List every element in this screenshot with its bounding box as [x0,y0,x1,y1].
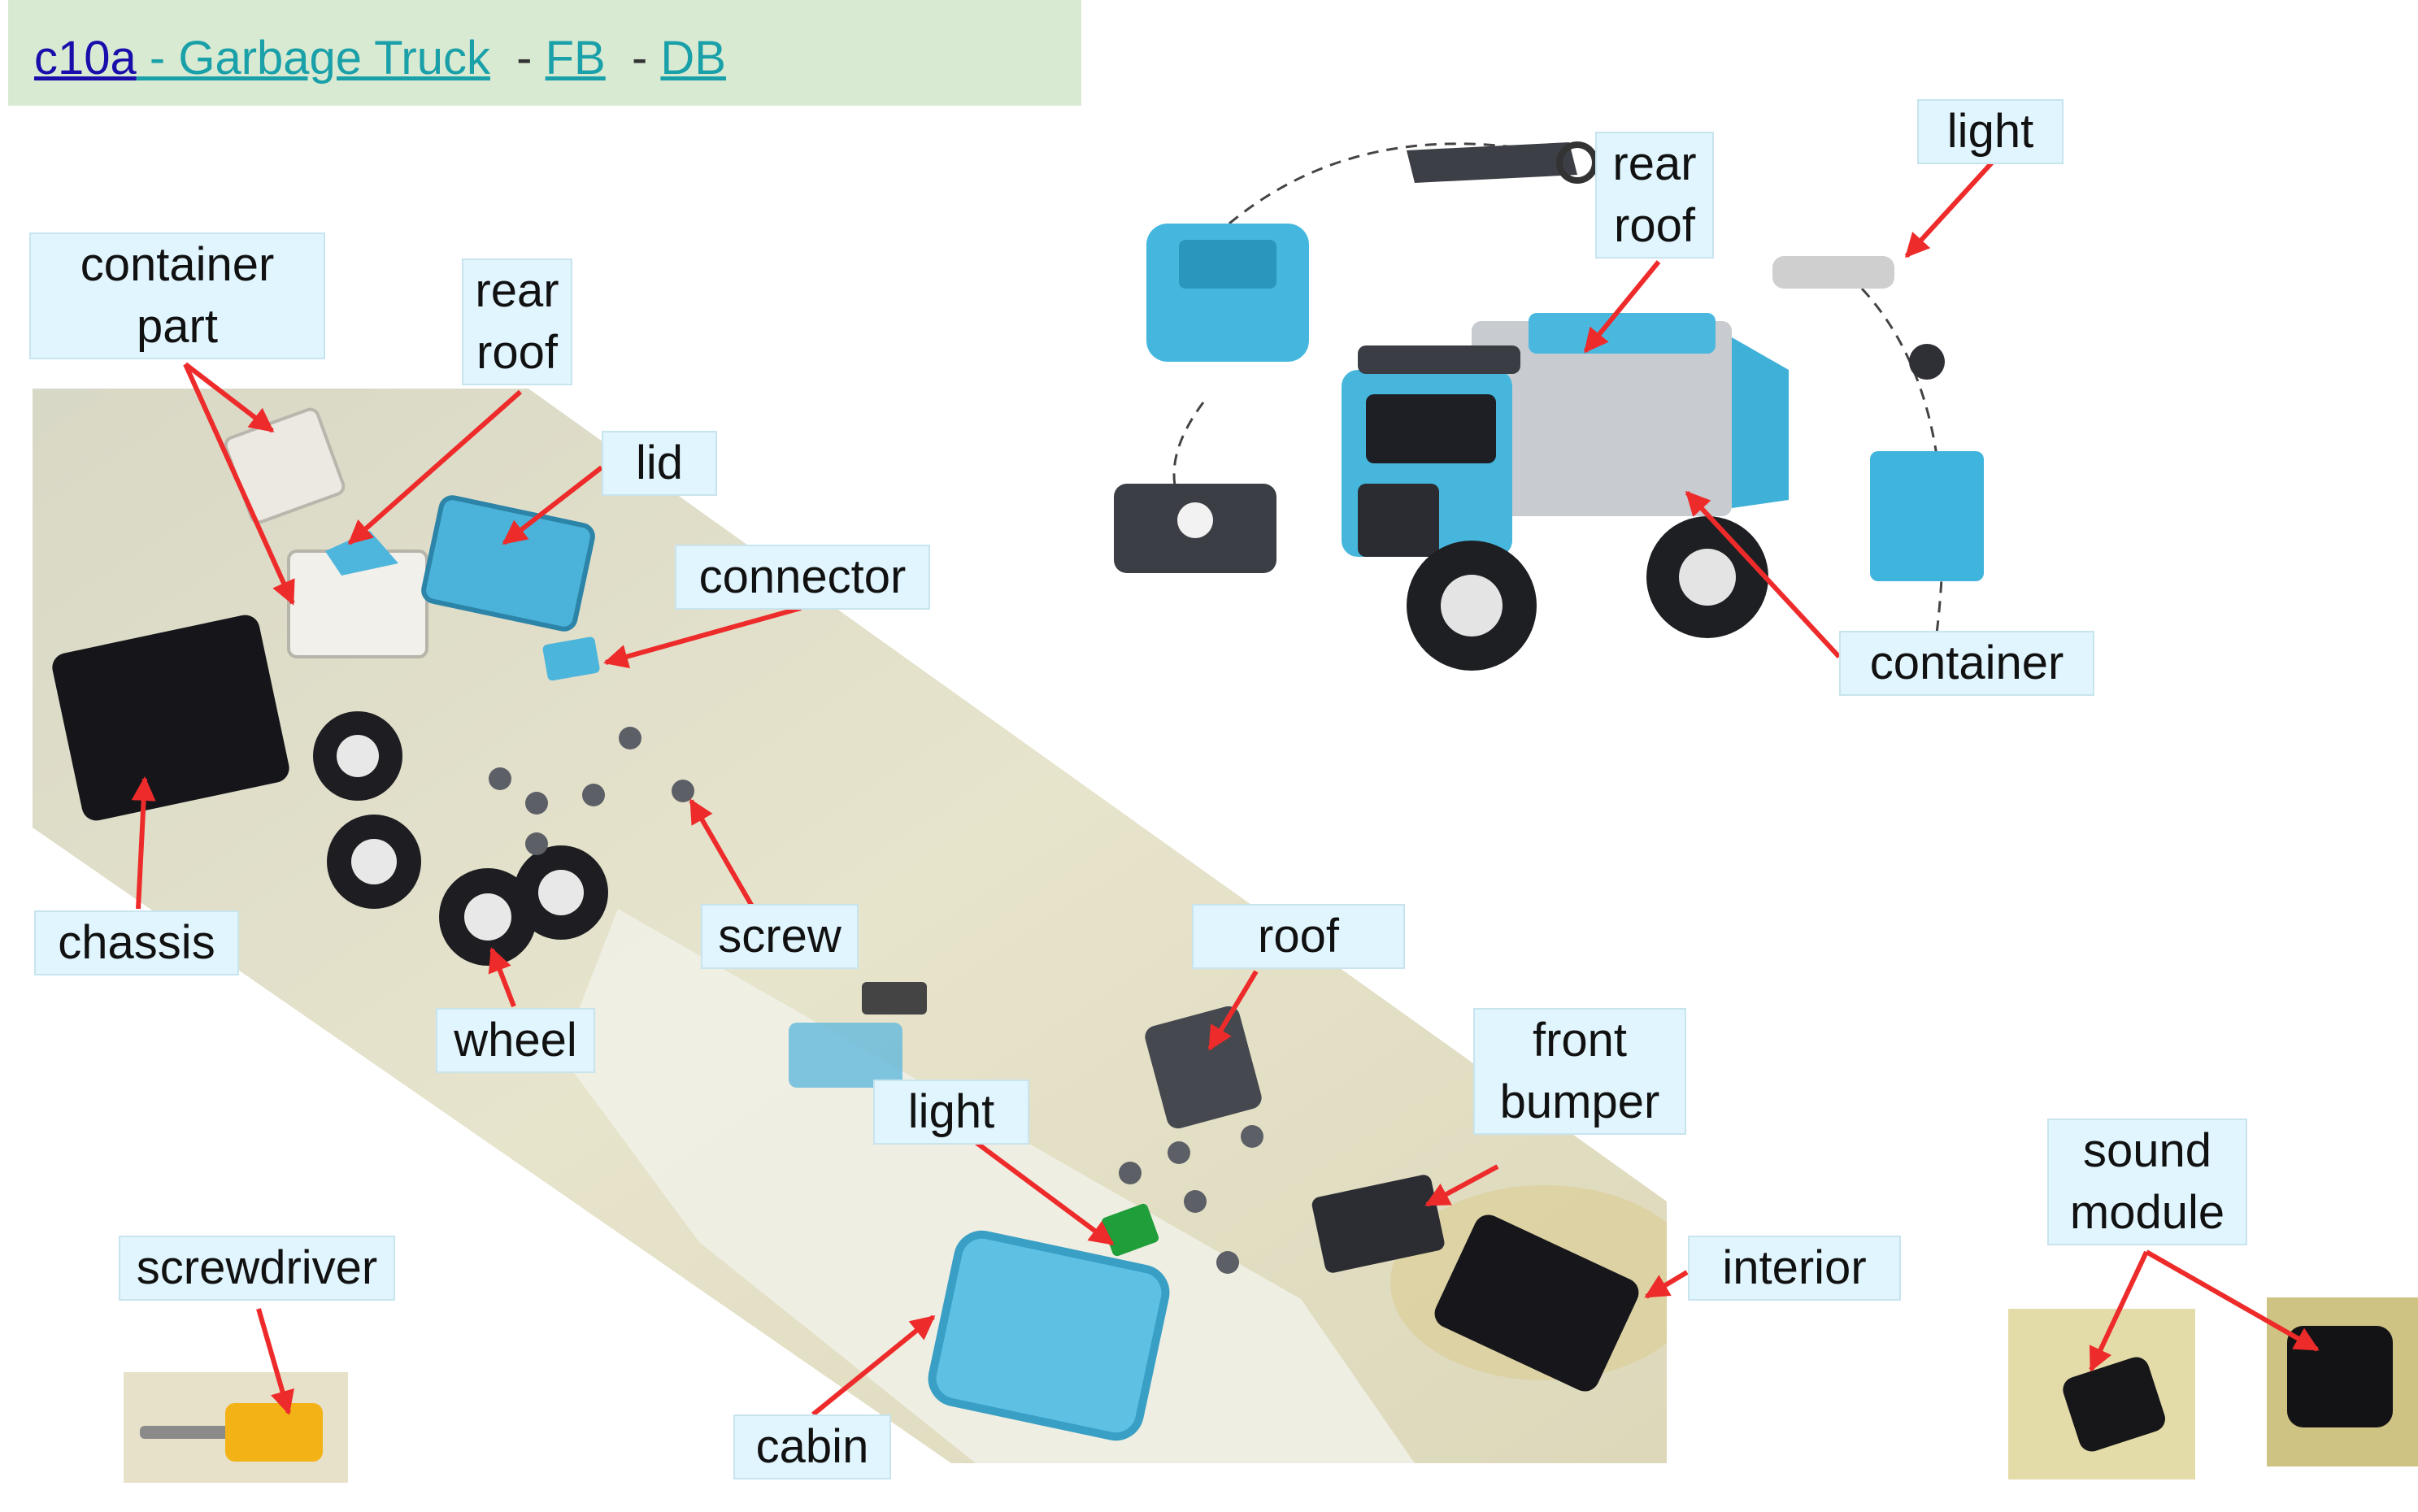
screwdriver-photo [124,1372,348,1483]
db-link[interactable]: DB [660,32,726,85]
fb-link[interactable]: FB [545,32,606,85]
connector-part [542,637,600,681]
label-chassis: chassis [34,910,239,975]
label-container: container [1839,631,2094,696]
label-wheel: wheel [436,1008,595,1073]
interior-part [1434,1214,1639,1392]
title-bar: c10a - Garbage Truck - FB - DB [8,0,1081,106]
label-light-top: light [1917,99,2064,164]
assembled-truck [1342,313,1789,671]
sound-module-photo-1 [2008,1309,2195,1479]
label-lid: lid [602,431,717,496]
label-interior: interior [1688,1236,1901,1301]
sound-module-part-1 [2063,1357,2165,1452]
code-link[interactable]: c10a [34,32,137,85]
label-container-part: container part [29,232,325,359]
sound-module-photo-2 [2267,1297,2418,1466]
chassis-part [52,615,289,821]
cabin-part [928,1230,1170,1441]
separator-2: - [605,32,661,85]
screwdriver-handle [225,1403,323,1462]
wheels [313,711,608,966]
label-connector: connector [675,545,930,610]
screws [489,727,1263,1274]
label-screwdriver: screwdriver [119,1236,395,1301]
front-bumper-part [1311,1175,1445,1273]
label-rear-roof-top: rear roof [1595,132,1714,259]
label-roof: roof [1192,904,1405,969]
label-light-center: light [873,1080,1029,1145]
rear-roof-part [325,531,398,576]
title-link[interactable]: - Garbage Truck [136,32,490,85]
label-front-bumper: front bumper [1473,1008,1686,1135]
light-bar-piece [1772,256,1894,289]
label-screw: screw [701,904,859,969]
rear-roof-piece [1407,142,1577,183]
label-cabin: cabin [733,1414,891,1479]
separator-1: - [489,32,546,85]
label-sound-module: sound module [2047,1119,2247,1245]
title-row: c10a - Garbage Truck - FB - DB [34,29,726,88]
truck-render [1089,126,2016,711]
sound-module-part-2 [2287,1326,2393,1427]
label-rear-roof-left: rear roof [462,259,572,385]
side-panel-piece [1870,451,1984,581]
